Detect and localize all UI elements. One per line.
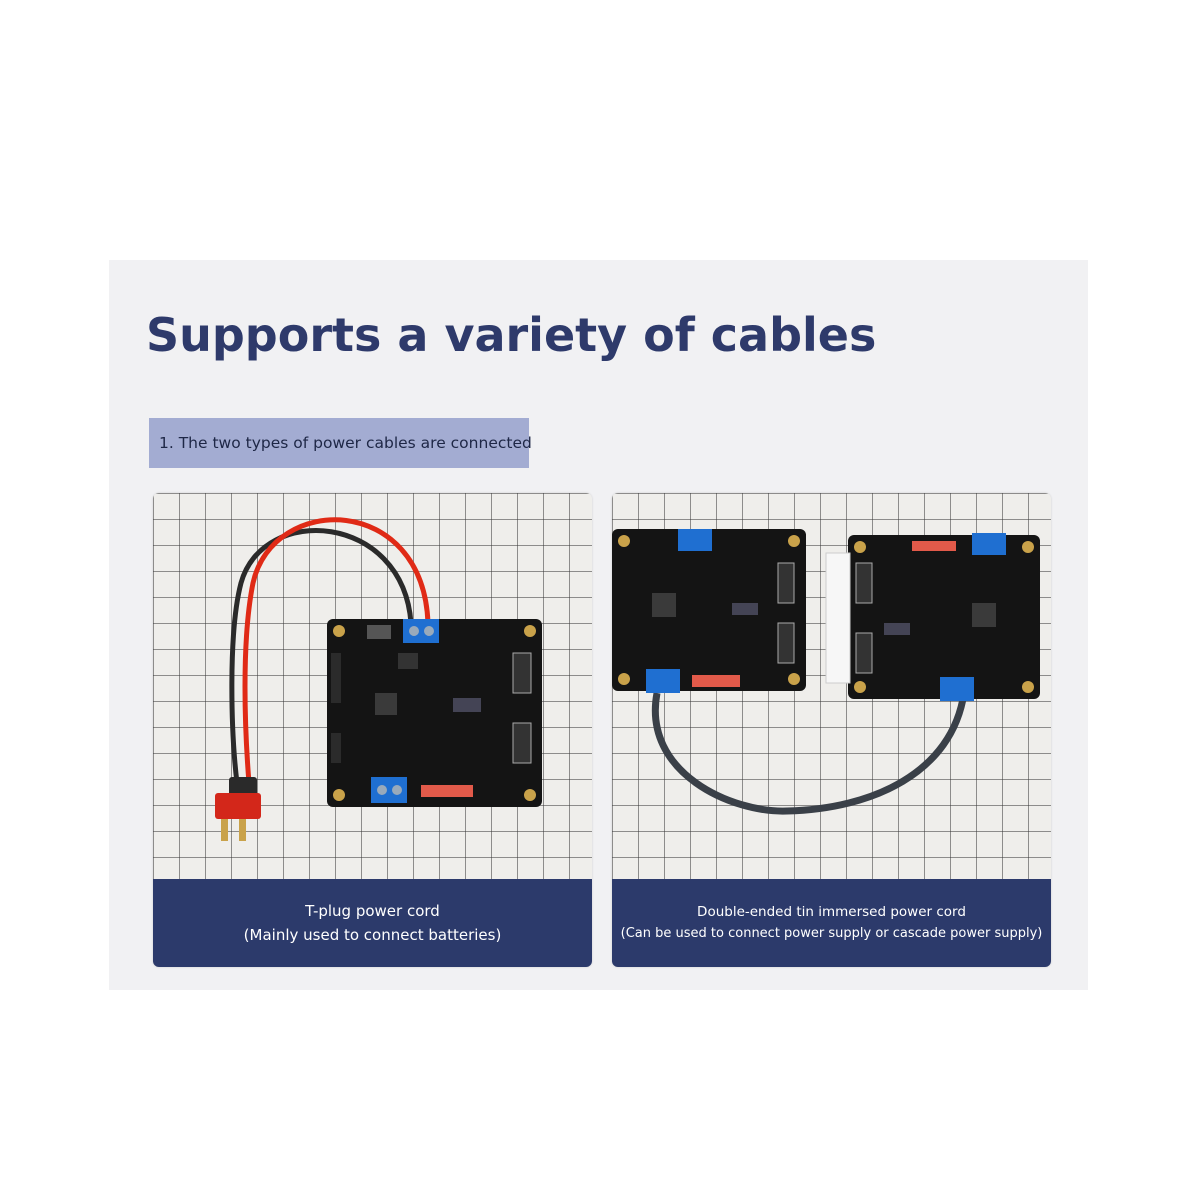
- page-title: Supports a variety of cables: [146, 308, 877, 362]
- caption-subtitle: (Can be used to connect power supply or …: [620, 926, 1043, 941]
- tin-immersed-boards-illustration: [612, 529, 1040, 815]
- section-label: 1. The two types of power cables are con…: [149, 418, 532, 468]
- card-t-plug: T-plug power cord (Mainly used to connec…: [153, 493, 592, 967]
- section-label-text: 1. The two types of power cables are con…: [159, 434, 532, 452]
- caption-title: Double-ended tin immersed power cord: [697, 904, 966, 920]
- card-caption: T-plug power cord (Mainly used to connec…: [153, 879, 592, 967]
- card-caption: Double-ended tin immersed power cord (Ca…: [612, 879, 1051, 967]
- t-plug-board-photo: [153, 493, 592, 879]
- caption-title: T-plug power cord: [305, 902, 440, 920]
- card-tin-immersed: Double-ended tin immersed power cord (Ca…: [612, 493, 1051, 967]
- tin-immersed-boards-photo: [612, 493, 1051, 879]
- t-plug-board-illustration: [215, 517, 542, 841]
- caption-subtitle: (Mainly used to connect batteries): [243, 926, 502, 944]
